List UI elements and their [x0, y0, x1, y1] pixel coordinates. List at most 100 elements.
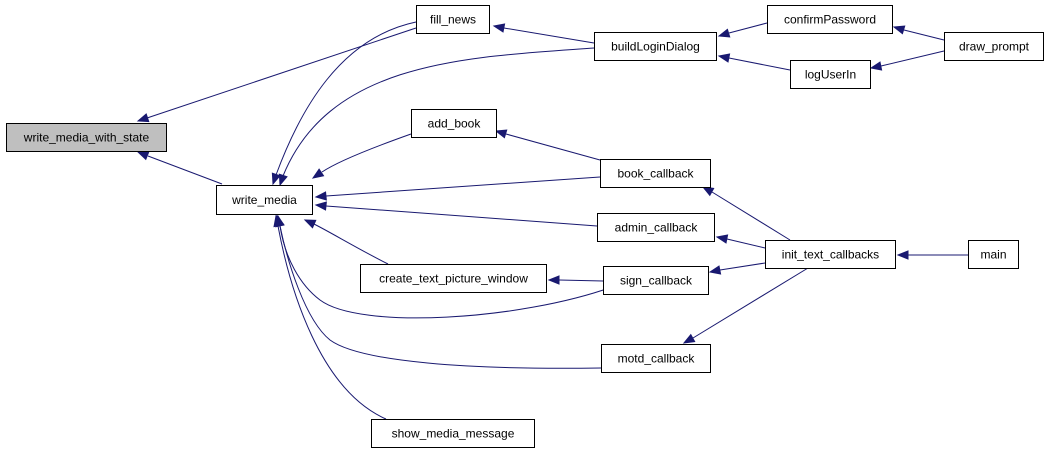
node-create_text_picture_window[interactable]: create_text_picture_window: [360, 264, 547, 293]
node-label: motd_callback: [618, 352, 696, 366]
edge-buildLoginDialog-to-fill_news: [492, 23, 595, 44]
edge-line: [279, 225, 602, 369]
node-label: draw_prompt: [959, 40, 1030, 54]
node-box[interactable]: [6, 123, 167, 152]
node-label: show_media_message: [392, 427, 515, 441]
edge-line: [711, 191, 791, 241]
node-box[interactable]: [968, 240, 1019, 269]
node-write_media_with_state[interactable]: write_media_with_state: [6, 123, 167, 152]
edge-arrowhead: [869, 61, 883, 71]
node-box[interactable]: [600, 159, 711, 188]
nodes-layer: write_media_with_state fill_news write_med…: [6, 5, 1044, 448]
edge-arrowhead: [717, 28, 731, 38]
edge-book_callback-to-write_media: [314, 176, 601, 201]
edge-line: [726, 238, 766, 249]
edge-arrowhead: [278, 173, 288, 187]
edge-line: [325, 176, 601, 197]
node-label: logUserIn: [805, 68, 856, 82]
edge-line: [147, 155, 223, 185]
edge-line: [558, 279, 604, 282]
edge-line: [313, 223, 389, 265]
edge-init_text_callbacks-to-admin_callback: [715, 234, 766, 249]
node-label: main: [980, 248, 1006, 262]
node-box[interactable]: [411, 109, 497, 138]
edge-logUserIn-to-buildLoginDialog: [717, 53, 791, 71]
node-box[interactable]: [594, 32, 717, 61]
node-box[interactable]: [790, 60, 871, 89]
edge-line: [719, 262, 766, 271]
node-buildLoginDialog[interactable]: buildLoginDialog: [594, 32, 717, 61]
edge-book_callback-to-add_book: [494, 129, 601, 161]
node-box[interactable]: [601, 344, 711, 373]
node-label: sign_callback: [620, 274, 693, 288]
node-box[interactable]: [360, 264, 547, 293]
edge-arrowhead: [717, 53, 731, 63]
edge-line: [282, 47, 595, 177]
node-box[interactable]: [767, 5, 893, 34]
node-admin_callback[interactable]: admin_callback: [597, 213, 715, 242]
node-box[interactable]: [603, 266, 709, 295]
edge-line: [503, 27, 595, 44]
node-main[interactable]: main: [968, 240, 1019, 269]
edge-arrowhead: [715, 234, 729, 244]
edge-line: [146, 27, 417, 119]
edge-write_media-to-write_media_with_state: [136, 151, 223, 185]
node-sign_callback[interactable]: sign_callback: [603, 266, 709, 295]
node-box[interactable]: [944, 32, 1044, 61]
edge-arrowhead: [896, 250, 909, 260]
edge-arrowhead: [701, 186, 715, 197]
node-motd_callback[interactable]: motd_callback: [601, 344, 711, 373]
edge-admin_callback-to-write_media: [314, 201, 598, 227]
edge-arrowhead: [136, 151, 150, 161]
node-box[interactable]: [416, 5, 490, 34]
node-label: create_text_picture_window: [379, 272, 528, 286]
edge-fill_news-to-write_media_with_state: [136, 27, 417, 123]
edge-arrowhead: [273, 214, 283, 228]
edge-line: [275, 21, 417, 176]
edge-arrowhead: [682, 333, 696, 344]
node-label: confirmPassword: [784, 13, 876, 27]
edge-line: [505, 133, 601, 161]
node-label: fill_news: [430, 13, 476, 27]
edge-line: [903, 29, 945, 41]
edge-buildLoginDialog-to-write_media: [278, 47, 595, 187]
edge-arrowhead: [708, 265, 722, 275]
node-book_callback[interactable]: book_callback: [600, 159, 711, 188]
edge-init_text_callbacks-to-sign_callback: [708, 262, 766, 275]
edge-main-to-init_text_callbacks: [896, 250, 968, 260]
edge-sign_callback-to-create_text_picture_window: [547, 275, 604, 285]
node-label: write_media_with_state: [23, 131, 150, 145]
node-box[interactable]: [765, 240, 896, 269]
edge-arrowhead: [136, 113, 150, 123]
node-label: admin_callback: [615, 221, 699, 235]
edge-line: [279, 225, 613, 319]
edge-line: [692, 267, 809, 339]
node-add_book[interactable]: add_book: [411, 109, 497, 138]
edge-line: [325, 205, 598, 227]
node-label: book_callback: [617, 167, 694, 181]
node-fill_news[interactable]: fill_news: [416, 5, 490, 34]
node-logUserIn[interactable]: logUserIn: [790, 60, 871, 89]
edge-arrowhead: [303, 219, 317, 229]
node-label: write_media: [231, 193, 297, 207]
edge-line: [880, 50, 945, 67]
node-draw_prompt[interactable]: draw_prompt: [944, 32, 1044, 61]
edge-arrowhead: [314, 191, 327, 201]
edge-arrowhead: [314, 201, 327, 211]
edge-arrowhead: [892, 25, 906, 35]
node-init_text_callbacks[interactable]: init_text_callbacks: [765, 240, 896, 269]
edge-arrowhead: [547, 275, 560, 285]
node-box[interactable]: [597, 213, 715, 242]
node-show_media_message[interactable]: show_media_message: [371, 419, 535, 448]
node-write_media[interactable]: write_media: [216, 185, 313, 215]
edge-arrowhead: [271, 172, 281, 186]
node-box[interactable]: [371, 419, 535, 448]
node-confirmPassword[interactable]: confirmPassword: [767, 5, 893, 34]
node-box[interactable]: [216, 185, 313, 215]
node-label: buildLoginDialog: [611, 40, 700, 54]
edge-arrowhead: [492, 23, 506, 33]
edges-layer: [136, 21, 968, 420]
edge-add_book-to-write_media: [311, 133, 412, 179]
edge-arrowhead: [494, 129, 508, 139]
